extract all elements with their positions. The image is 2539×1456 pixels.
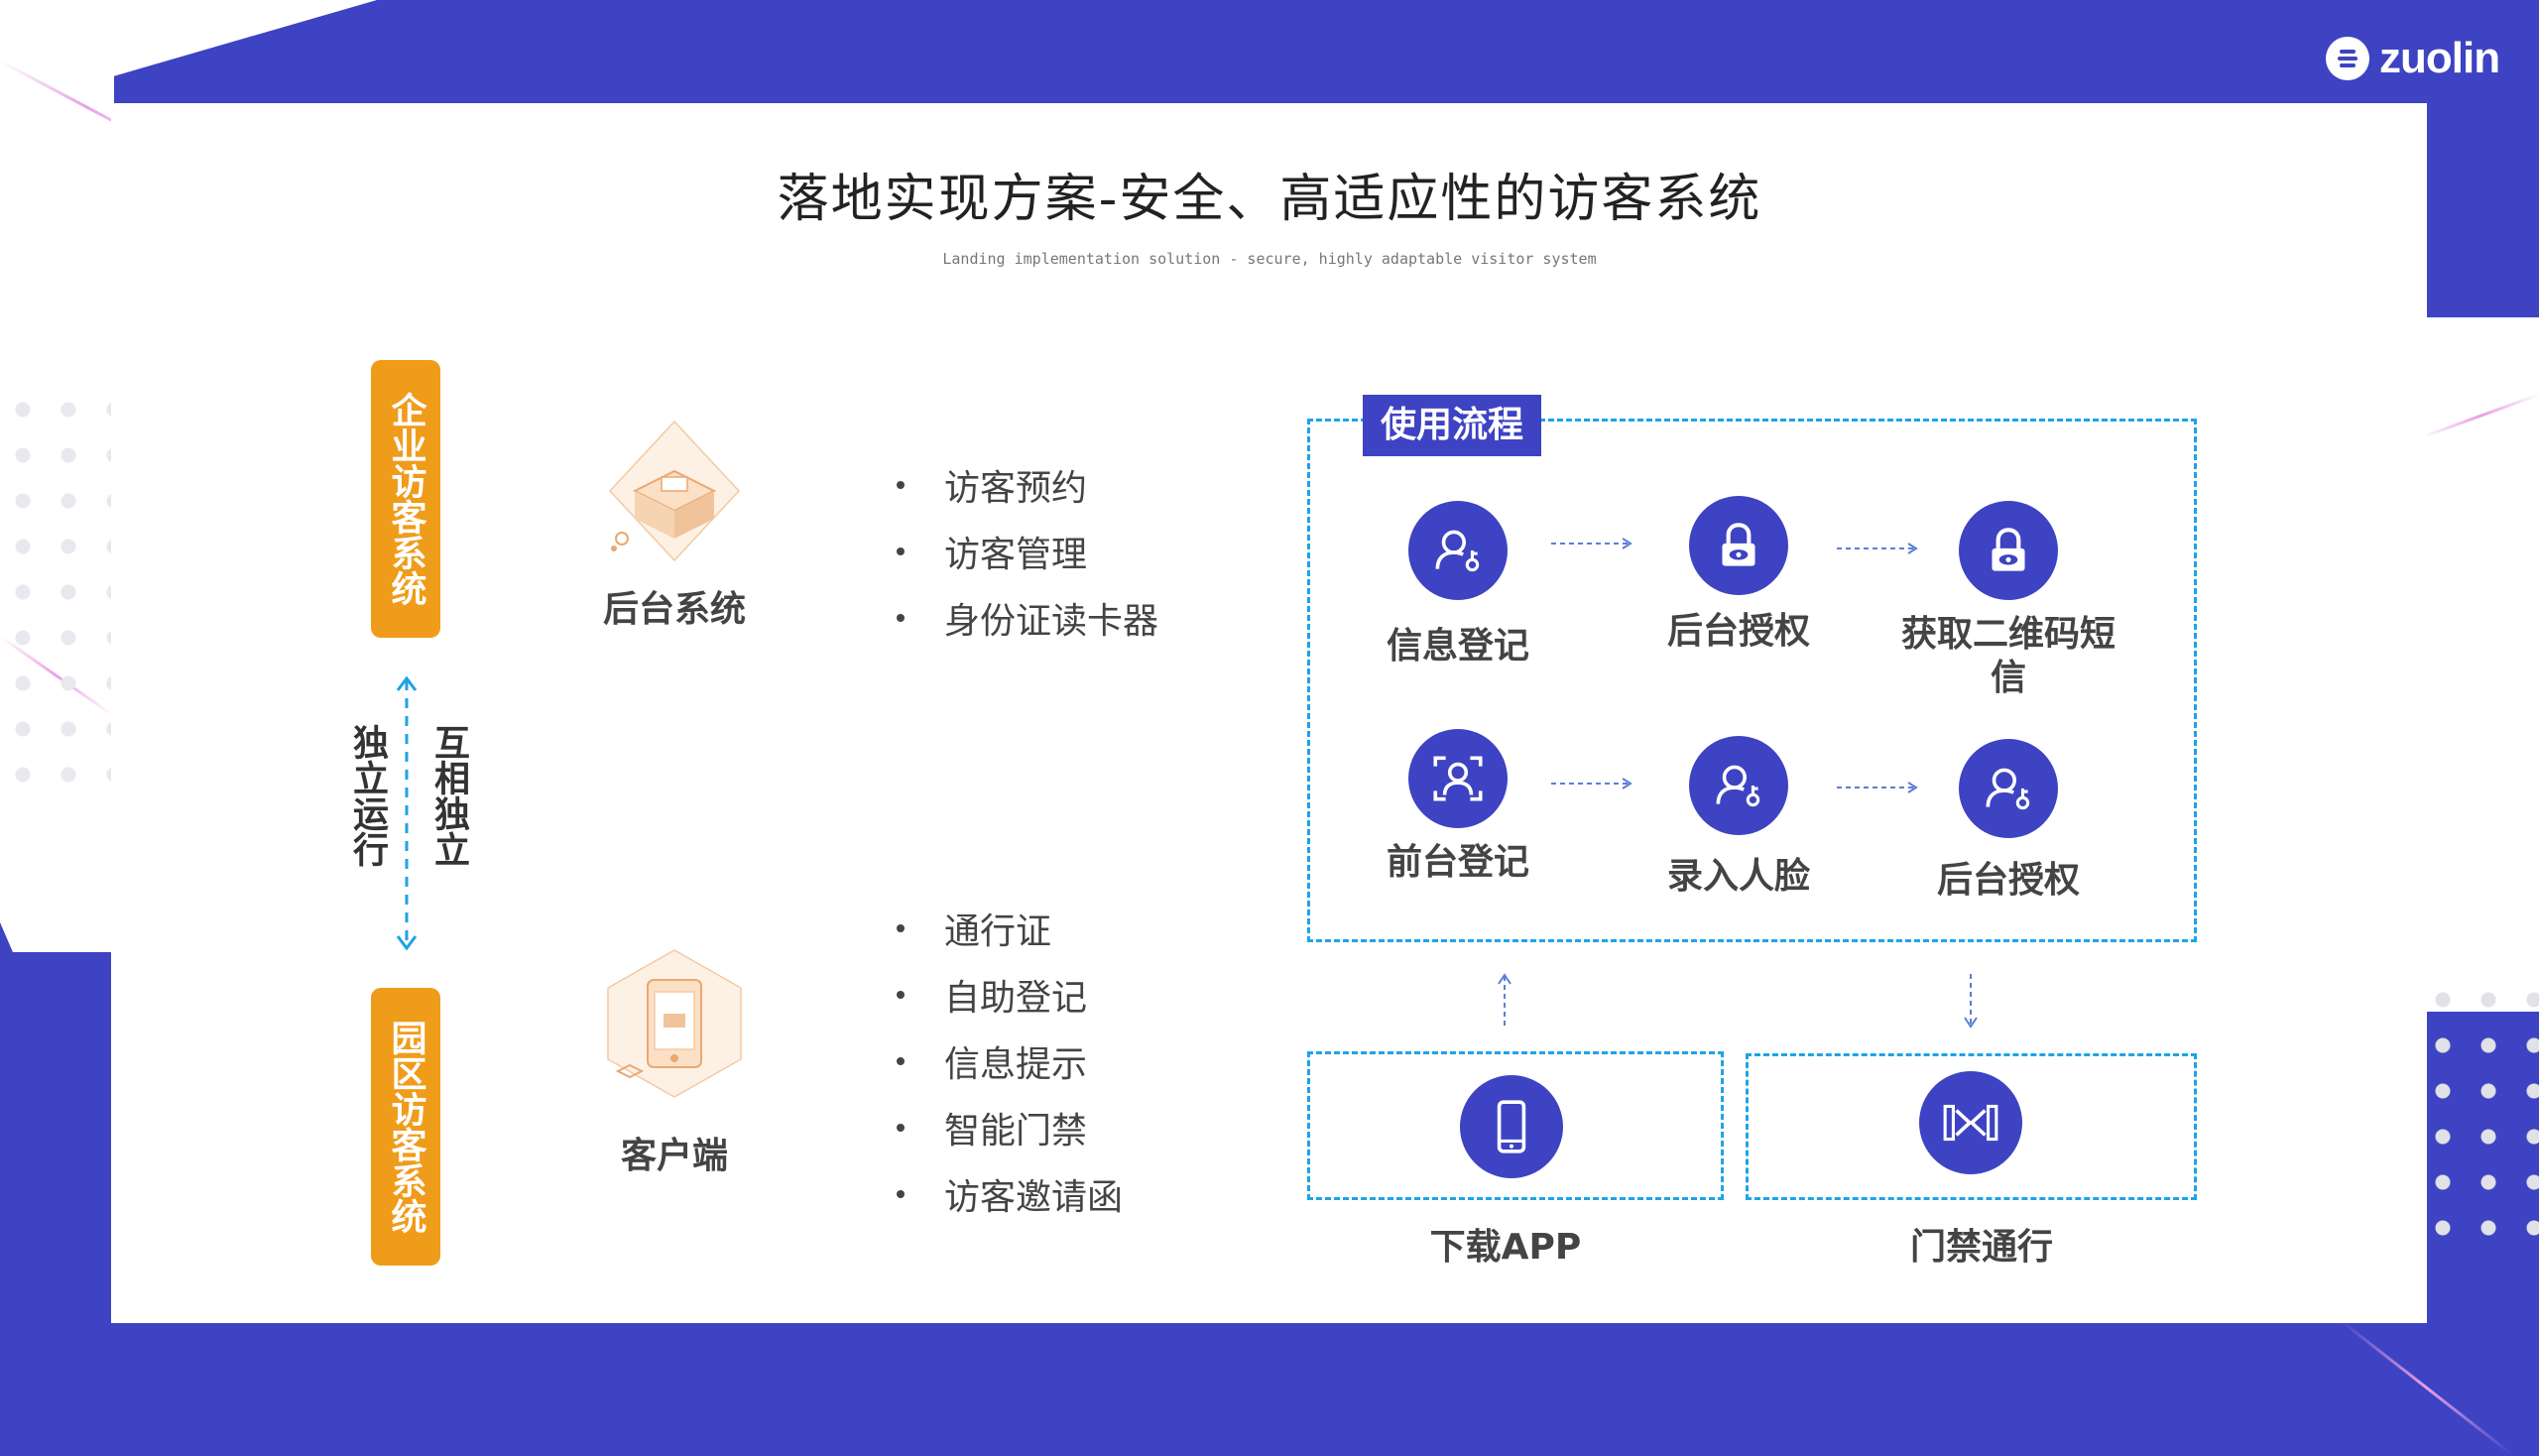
logo-text: zuolin [2379, 34, 2500, 82]
arrow-right-icon [1837, 543, 1918, 554]
list-item: 智能门禁 [891, 1094, 1123, 1160]
list-item: 访客邀请函 [891, 1160, 1123, 1227]
decor-stripe [2340, 1319, 2514, 1456]
face-scan-icon [1408, 729, 1508, 828]
brand-logo: zuolin [2326, 34, 2500, 83]
arrow-down-icon [1964, 974, 1978, 1029]
step-backend-auth-2: 后台授权 [1936, 860, 2080, 901]
user-key-icon [1959, 739, 2058, 838]
list-item: 信息提示 [891, 1028, 1123, 1094]
step-front-desk-register: 前台登记 [1386, 842, 1529, 883]
step-label-line: 获取二维码短 [1900, 614, 2116, 655]
enterprise-visitor-text: 企业访客系统 [385, 392, 426, 606]
arrow-right-icon [1551, 538, 1632, 549]
mutually-independent-label: 互相独立 [428, 724, 469, 867]
server-isometric-icon [608, 420, 741, 562]
park-visitor-label: 园区访客系统 [371, 988, 440, 1266]
enterprise-visitor-label: 企业访客系统 [371, 360, 440, 638]
list-item: 自助登记 [891, 961, 1123, 1028]
mutually-independent-text: 互相独立 [426, 724, 470, 867]
backend-feature-list: 访客预约 访客管理 身份证读卡器 [891, 451, 1158, 651]
feature-text: 身份证读卡器 [944, 600, 1159, 642]
arrow-right-icon [1551, 778, 1632, 789]
mobile-phone-icon [1460, 1075, 1563, 1178]
background-panel-right [2420, 317, 2539, 1012]
arrow-right-icon [1837, 782, 1918, 793]
independent-run-text: 独立运行 [345, 724, 389, 867]
list-item: 身份证读卡器 [891, 584, 1158, 651]
step-enter-face: 录入人脸 [1666, 856, 1810, 897]
lock-icon [1689, 496, 1788, 595]
step-get-qrcode-sms: 获取二维码短 信 [1884, 613, 2132, 700]
independent-run-label: 独立运行 [347, 724, 388, 867]
usage-flow-box [1307, 419, 2197, 942]
page-subtitle: Landing implementation solution - secure… [942, 250, 1597, 268]
park-visitor-text: 园区访客系统 [385, 1020, 426, 1234]
bullet-icon [897, 613, 905, 622]
feature-text: 自助登记 [944, 977, 1088, 1019]
decor-dot-grid [0, 387, 114, 793]
download-app-box [1307, 1051, 1724, 1200]
feature-text: 访客管理 [944, 534, 1088, 575]
lock-icon [1959, 501, 2058, 600]
phone-isometric-icon [607, 949, 742, 1098]
client-label: 客户端 [620, 1136, 728, 1176]
list-item: 通行证 [891, 895, 1123, 961]
feature-text: 信息提示 [944, 1043, 1088, 1085]
bullet-icon [897, 1056, 905, 1065]
bullet-icon [897, 480, 905, 489]
user-key-icon [1408, 501, 1508, 600]
user-key-icon [1689, 736, 1788, 835]
bullet-icon [897, 1189, 905, 1198]
content-card [111, 103, 2427, 1323]
gate-access-label: 门禁通行 [1909, 1227, 2053, 1268]
backend-system-label: 后台系统 [602, 589, 746, 630]
turnstile-gate-icon [1919, 1071, 2022, 1174]
page-title: 落地实现方案-安全、高适应性的访客系统 [777, 170, 1762, 229]
double-arrow-icon [396, 675, 418, 951]
logo-mark-icon [2326, 37, 2369, 80]
download-app-label: 下载APP [1429, 1227, 1582, 1268]
bullet-icon [897, 1123, 905, 1132]
client-feature-list: 通行证 自助登记 信息提示 智能门禁 访客邀请函 [891, 895, 1123, 1227]
list-item: 访客管理 [891, 518, 1158, 584]
gate-access-box [1746, 1053, 2197, 1200]
bullet-icon [897, 546, 905, 555]
feature-text: 访客预约 [944, 467, 1088, 509]
step-backend-auth: 后台授权 [1666, 611, 1810, 652]
feature-text: 通行证 [944, 910, 1052, 952]
arrow-up-icon [1498, 973, 1511, 1028]
step-label-line: 信 [1990, 658, 2026, 698]
list-item: 访客预约 [891, 451, 1158, 518]
bullet-icon [897, 990, 905, 999]
step-info-register: 信息登记 [1386, 626, 1529, 667]
bullet-icon [897, 923, 905, 932]
decor-dot-grid [2420, 977, 2539, 1245]
feature-text: 访客邀请函 [944, 1176, 1124, 1218]
feature-text: 智能门禁 [944, 1110, 1088, 1152]
usage-flow-tag: 使用流程 [1363, 395, 1541, 456]
